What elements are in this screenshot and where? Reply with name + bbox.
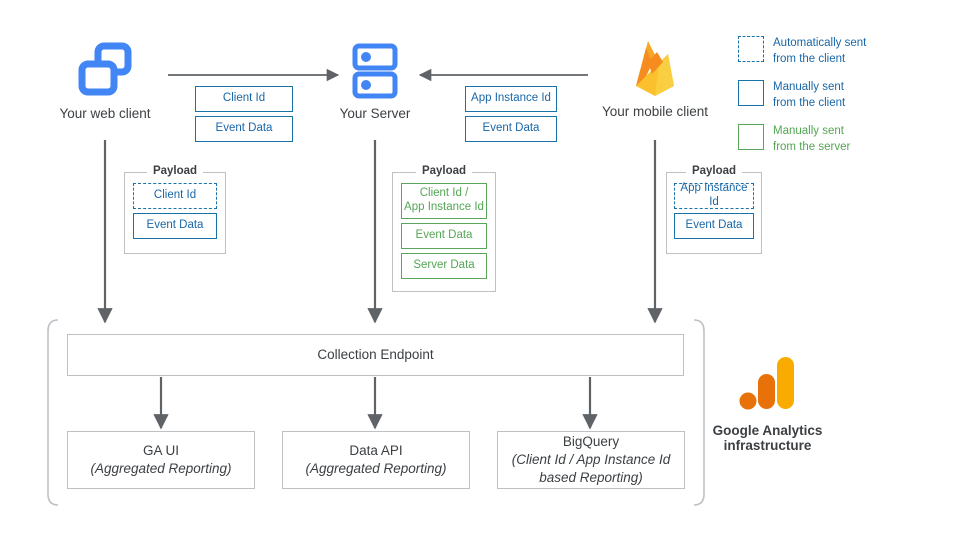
payload-item: App Instance Id bbox=[674, 182, 754, 209]
mobile-client-label: Your mobile client bbox=[601, 104, 709, 119]
web-client-icon bbox=[40, 38, 170, 100]
ga-infrastructure-label-line2: infrastructure bbox=[723, 438, 812, 453]
mobile-client-node: Your mobile client bbox=[585, 34, 725, 119]
legend-line1: Manually sent bbox=[773, 81, 844, 94]
output-box-data-api: Data API (Aggregated Reporting) bbox=[282, 431, 470, 489]
legend-text: Manually sent from the server bbox=[773, 124, 850, 155]
payload-item: Client Id bbox=[133, 183, 217, 209]
transit-mobile-to-server: App Instance Id Event Data bbox=[465, 86, 557, 142]
output-subtitle: (Client Id / App Instance Id based Repor… bbox=[511, 451, 671, 486]
legend-item: Manually sent from the client bbox=[738, 80, 938, 111]
payload-item: Server Data bbox=[401, 253, 487, 279]
payload-server: Payload Client Id / App Instance Id Even… bbox=[392, 165, 496, 292]
transit-item: App Instance Id bbox=[465, 86, 557, 112]
legend-item: Automatically sent from the client bbox=[738, 36, 938, 67]
collection-endpoint-label: Collection Endpoint bbox=[317, 346, 434, 362]
legend-line1: Automatically sent bbox=[773, 37, 867, 49]
transit-item: Event Data bbox=[465, 116, 557, 142]
legend-line2: from the server bbox=[773, 140, 851, 153]
ga-infrastructure-label-line1: Google Analytics bbox=[712, 423, 823, 438]
payload-title: Payload bbox=[415, 165, 473, 177]
output-box-bigquery: BigQuery (Client Id / App Instance Id ba… bbox=[497, 431, 685, 489]
firebase-icon bbox=[585, 34, 725, 100]
legend-item: Manually sent from the server bbox=[738, 124, 938, 155]
payload-mobile: Payload App Instance Id Event Data bbox=[666, 165, 762, 254]
legend-swatch-manual-client bbox=[738, 80, 764, 107]
transit-item: Client Id bbox=[195, 86, 293, 112]
payload-title: Payload bbox=[685, 165, 743, 177]
web-client-label: Your web client bbox=[59, 106, 151, 121]
payload-item: Event Data bbox=[401, 223, 487, 249]
legend-text: Manually sent from the client bbox=[773, 80, 845, 111]
payload-item: Event Data bbox=[674, 213, 754, 239]
web-client-node: Your web client bbox=[40, 38, 170, 121]
payload-web: Payload Client Id Event Data bbox=[124, 165, 226, 254]
legend-line2: from the client bbox=[773, 52, 846, 65]
output-title: GA UI bbox=[142, 442, 179, 458]
output-box-ga-ui: GA UI (Aggregated Reporting) bbox=[67, 431, 255, 489]
payload-item: Event Data bbox=[133, 213, 217, 239]
output-title: BigQuery bbox=[562, 433, 620, 449]
output-subtitle: (Aggregated Reporting) bbox=[90, 461, 232, 476]
legend: Automatically sent from the client Manua… bbox=[738, 36, 938, 168]
legend-swatch-manual-server bbox=[738, 124, 764, 151]
legend-line2: from the client bbox=[773, 96, 846, 109]
legend-line1: Manually sent bbox=[773, 125, 844, 138]
payload-title: Payload bbox=[146, 165, 204, 177]
transit-web-to-server: Client Id Event Data bbox=[195, 86, 293, 142]
output-title: Data API bbox=[349, 442, 403, 458]
collection-endpoint-box: Collection Endpoint bbox=[67, 334, 684, 376]
legend-text: Automatically sent from the client bbox=[773, 36, 866, 67]
legend-swatch-auto-client bbox=[738, 36, 764, 62]
google-analytics-infrastructure: Google Analytics infrastructure bbox=[705, 355, 830, 453]
output-subtitle: (Aggregated Reporting) bbox=[305, 461, 447, 476]
server-node: Your Server bbox=[310, 38, 440, 121]
google-analytics-logo-icon bbox=[705, 355, 830, 417]
server-icon bbox=[310, 38, 440, 100]
server-label: Your Server bbox=[339, 106, 411, 121]
transit-item: Event Data bbox=[195, 116, 293, 142]
payload-item: Client Id / App Instance Id bbox=[401, 183, 487, 219]
